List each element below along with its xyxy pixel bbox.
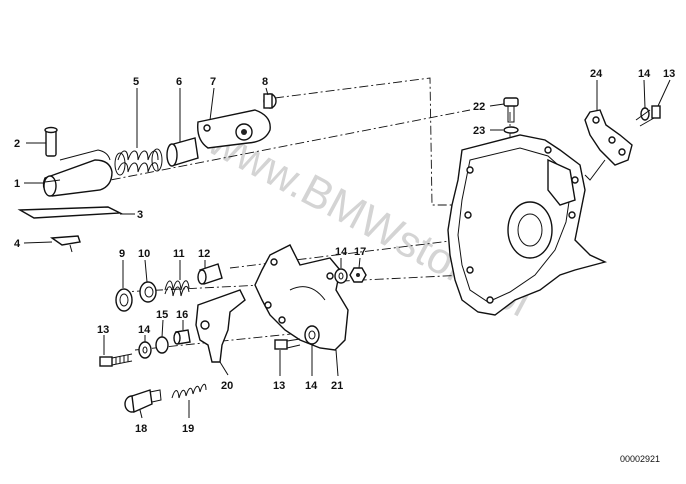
- part-10-washer: [139, 281, 157, 303]
- part-1-shift-shaft: [42, 149, 113, 197]
- label-part-13-center: 13: [273, 380, 285, 392]
- part-12-plunger: [197, 263, 223, 285]
- part-20-bracket: [195, 289, 246, 363]
- label-part-24: 24: [590, 68, 603, 80]
- label-part-15: 15: [156, 309, 168, 321]
- part-13-bolt-center: [274, 338, 301, 350]
- part-13-bolt-right: [635, 105, 661, 127]
- part-14-washer-upper: [334, 268, 348, 284]
- label-part-14-center: 14: [305, 380, 318, 392]
- part-8-nut: [263, 93, 277, 109]
- label-part-17: 17: [354, 246, 366, 258]
- part-4-clip: [49, 235, 81, 253]
- label-part-12: 12: [198, 248, 210, 260]
- label-part-7: 7: [210, 76, 216, 88]
- part-17-nut: [349, 267, 367, 283]
- part-5-spring: [114, 148, 163, 176]
- label-part-22: 22: [473, 101, 485, 113]
- label-part-16: 16: [176, 309, 188, 321]
- leader-lines: [23, 79, 671, 419]
- label-part-4: 4: [14, 238, 21, 250]
- part-3-plate: [17, 206, 123, 219]
- part-16-bushing: [173, 329, 191, 345]
- label-part-14-left: 14: [138, 324, 151, 336]
- label-part-18: 18: [135, 423, 147, 435]
- part-19-spring: [171, 383, 207, 399]
- label-part-9: 9: [119, 248, 125, 260]
- label-part-6: 6: [176, 76, 182, 88]
- part-24-lever: [584, 109, 633, 181]
- part-2-pin: [44, 126, 58, 157]
- label-part-8: 8: [262, 76, 268, 88]
- transmission-housing: [447, 134, 608, 316]
- label-part-10: 10: [138, 248, 150, 260]
- label-part-14-right: 14: [638, 68, 651, 80]
- label-part-13-right: 13: [663, 68, 675, 80]
- label-part-20: 20: [221, 380, 233, 392]
- part-18-screw-plug: [124, 389, 162, 414]
- label-part-1: 1: [14, 178, 20, 190]
- diagram-reference-code: 00002921: [620, 454, 660, 464]
- part-14-washer-center: [304, 325, 320, 345]
- label-part-3: 3: [137, 209, 143, 221]
- part-13-bolt-left: [99, 353, 133, 367]
- label-part-14-upper: 14: [335, 246, 348, 258]
- label-part-2: 2: [14, 138, 20, 150]
- label-part-23: 23: [473, 125, 485, 137]
- part-9-retaining-ring: [115, 288, 133, 312]
- label-part-5: 5: [133, 76, 139, 88]
- part-6-sleeve: [166, 137, 199, 167]
- label-part-13-left: 13: [97, 324, 109, 336]
- part-23-washer: [503, 126, 519, 134]
- part-15-washer: [155, 336, 169, 354]
- label-part-21: 21: [331, 380, 343, 392]
- label-part-11: 11: [173, 248, 185, 260]
- label-part-19: 19: [182, 423, 194, 435]
- part-11-spring: [164, 280, 190, 297]
- part-7-lever: [197, 109, 271, 149]
- part-22-bolt: [503, 97, 519, 123]
- part-14-washer-left: [138, 341, 152, 359]
- part-21-cover-plate: [254, 244, 349, 351]
